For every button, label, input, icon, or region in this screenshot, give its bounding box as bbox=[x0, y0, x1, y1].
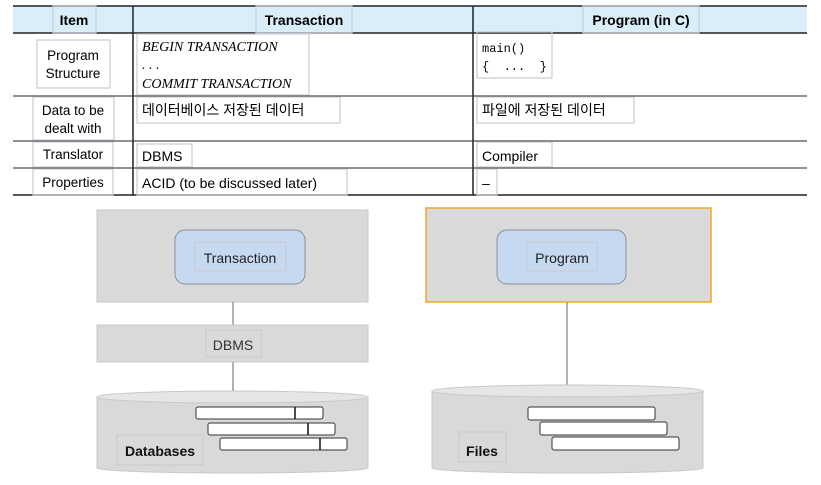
begin-transaction: BEGIN TRANSACTION bbox=[142, 40, 278, 55]
commit-transaction: COMMIT TRANSACTION bbox=[142, 77, 292, 92]
comparison-table: Item Transaction Program (in C) Program … bbox=[13, 5, 807, 196]
files-label: Files bbox=[466, 443, 498, 459]
header-program: Program (in C) bbox=[592, 12, 689, 28]
item-program-structure-1: Program bbox=[47, 48, 99, 63]
program-label: Program bbox=[535, 250, 589, 266]
code-body: { ... } bbox=[482, 60, 547, 74]
code-main: main() bbox=[482, 42, 525, 56]
header-item: Item bbox=[60, 12, 89, 28]
dbms-label: DBMS bbox=[213, 337, 253, 353]
item-program-structure-2: Structure bbox=[46, 66, 101, 81]
ellipsis: . . . bbox=[142, 58, 160, 73]
program-data: 파일에 저장된 데이터 bbox=[482, 102, 606, 118]
program-diagram: Program Files bbox=[425, 207, 712, 474]
transaction-data: 데이터베이스 저장된 데이터 bbox=[142, 102, 304, 118]
transaction-properties: ACID (to be discussed later) bbox=[142, 175, 317, 191]
transaction-translator: DBMS bbox=[142, 148, 182, 164]
item-translator: Translator bbox=[43, 147, 104, 162]
file-record-icons bbox=[527, 406, 680, 451]
item-data-1: Data to be bbox=[42, 103, 104, 118]
transaction-label: Transaction bbox=[204, 250, 277, 266]
databases-label: Databases bbox=[125, 443, 195, 459]
item-properties: Properties bbox=[42, 175, 104, 190]
transaction-diagram: Transaction DBMS Databases bbox=[96, 209, 369, 474]
program-translator: Compiler bbox=[482, 148, 538, 164]
header-transaction: Transaction bbox=[265, 12, 344, 28]
record-icons bbox=[195, 406, 348, 451]
program-properties: – bbox=[482, 175, 490, 191]
item-data-2: dealt with bbox=[44, 121, 101, 136]
header-row bbox=[13, 6, 807, 33]
